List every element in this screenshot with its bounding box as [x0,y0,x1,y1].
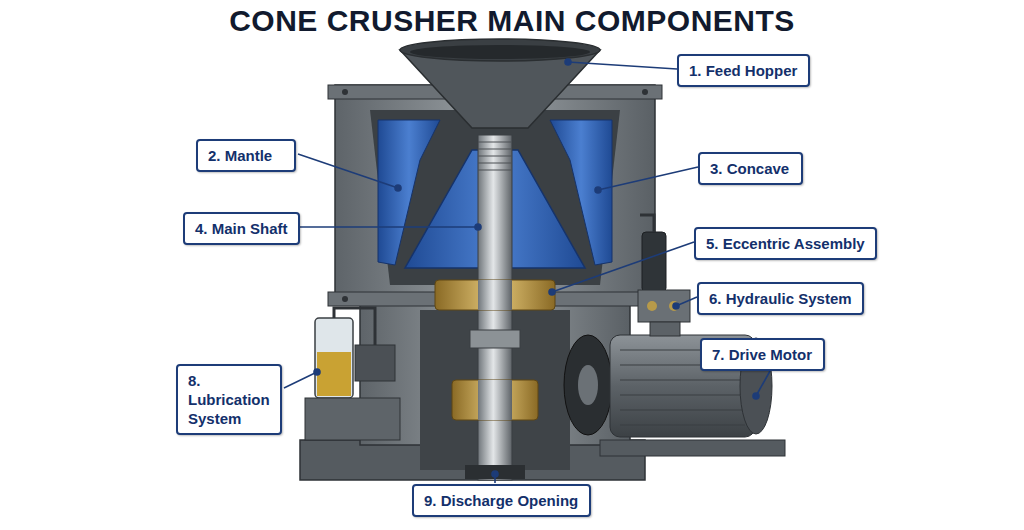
callout-label: 7. Drive Motor [712,345,813,364]
callout-label: 8. Lubrication System [188,371,270,428]
diagram-title: CONE CRUSHER MAIN COMPONENTS [0,4,1024,38]
discharge-outlet [465,465,525,479]
callout-box: 2. Mantle [196,139,296,172]
callout-box: 1. Feed Hopper [677,54,810,87]
callout-label: 2. Mantle [208,146,284,165]
base-frame [300,300,645,480]
eccentric-bearings [435,280,555,420]
callout-label: 1. Feed Hopper [689,61,798,80]
callout-box: 3. Concave [698,152,803,185]
feed-hopper-shape [400,39,600,128]
callout-label: 6. Hydraulic System [709,289,852,308]
callout-box: 8. Lubrication System [176,364,282,435]
leader-lines [284,59,770,483]
callout-box: 7. Drive Motor [700,338,825,371]
hydraulic-unit [638,215,690,322]
callout-box: 4. Main Shaft [183,212,300,245]
callout-label: 9. Discharge Opening [424,491,579,510]
callout-label: 5. Eccentric Assembly [706,234,865,253]
callout-box: 6. Hydraulic System [697,282,864,315]
lubrication-unit [305,308,400,440]
callout-label: 4. Main Shaft [195,219,288,238]
callout-box: 5. Eccentric Assembly [694,227,877,260]
callout-box: 9. Discharge Opening [412,484,591,517]
callout-label: 3. Concave [710,159,791,178]
